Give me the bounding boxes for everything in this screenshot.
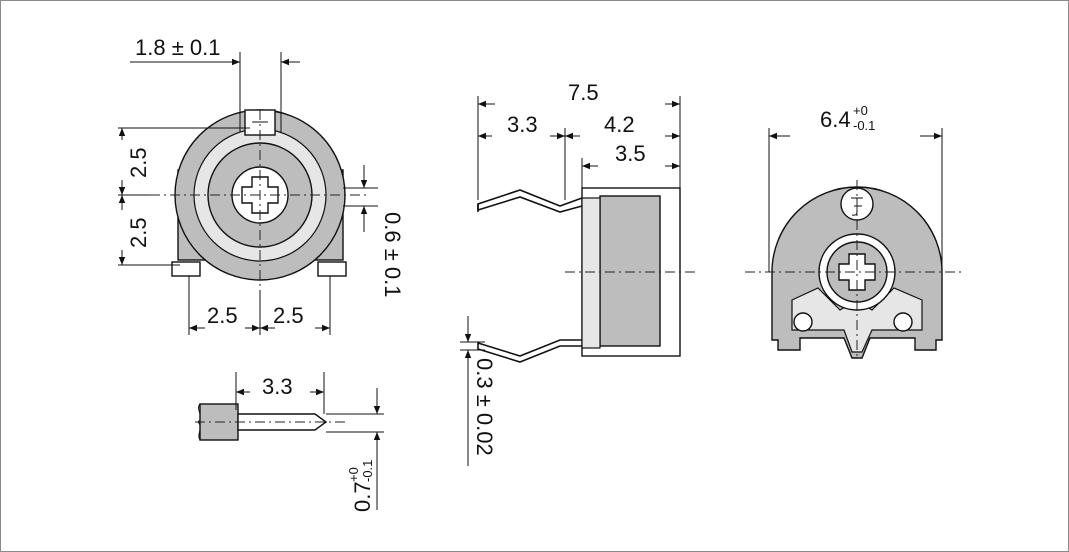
dim-pin-thickness: 0.7	[350, 481, 375, 512]
dim-overall-length: 7.5	[568, 80, 599, 105]
side-flange	[581, 197, 601, 349]
dim-diameter-sup: +0	[853, 103, 868, 118]
dim-diameter-sub: -0.1	[853, 118, 875, 133]
dim-pin-thickness-sub: -0.1	[360, 460, 375, 482]
front-pin-pad-left	[171, 261, 201, 277]
dim-top-width: 1.8 ± 0.1	[135, 35, 220, 60]
dim-right-vertical: 0.6 ± 0.1	[380, 212, 405, 297]
dim-left-lower: 2.5	[126, 217, 151, 248]
front-view: 1.8 ± 0.1 2.5 2.5 2.5 2.5 0.6 ± 0.1	[118, 35, 405, 335]
dim-pin-thickness-sup: +0	[346, 467, 361, 482]
dim-diameter: 6.4	[820, 107, 851, 132]
rear-hole-right	[893, 312, 913, 332]
rear-cross-slot	[838, 253, 876, 291]
dim-lead-offset: 3.3	[507, 112, 538, 137]
dim-left-upper: 2.5	[126, 147, 151, 178]
rear-hole-left	[793, 312, 813, 332]
side-view: 7.5 3.3 4.2 3.5 0.3 ± 0.02	[460, 80, 695, 466]
rear-view: 6.4 +0 -0.1	[745, 103, 965, 360]
pin-detail-view: 3.3 0.7 +0 -0.1	[195, 372, 384, 512]
dim-bottom-right: 2.5	[273, 303, 304, 328]
dim-body-depth: 4.2	[604, 112, 635, 137]
dim-lead-thickness: 0.3 ± 0.02	[472, 358, 497, 456]
dim-bottom-left: 2.5	[207, 303, 238, 328]
front-pin-pad-right	[317, 261, 347, 277]
side-body-core	[599, 195, 661, 347]
side-lower-lead	[477, 339, 582, 357]
dim-pin-length: 3.3	[262, 374, 293, 399]
dim-body-inner: 3.5	[615, 141, 646, 166]
